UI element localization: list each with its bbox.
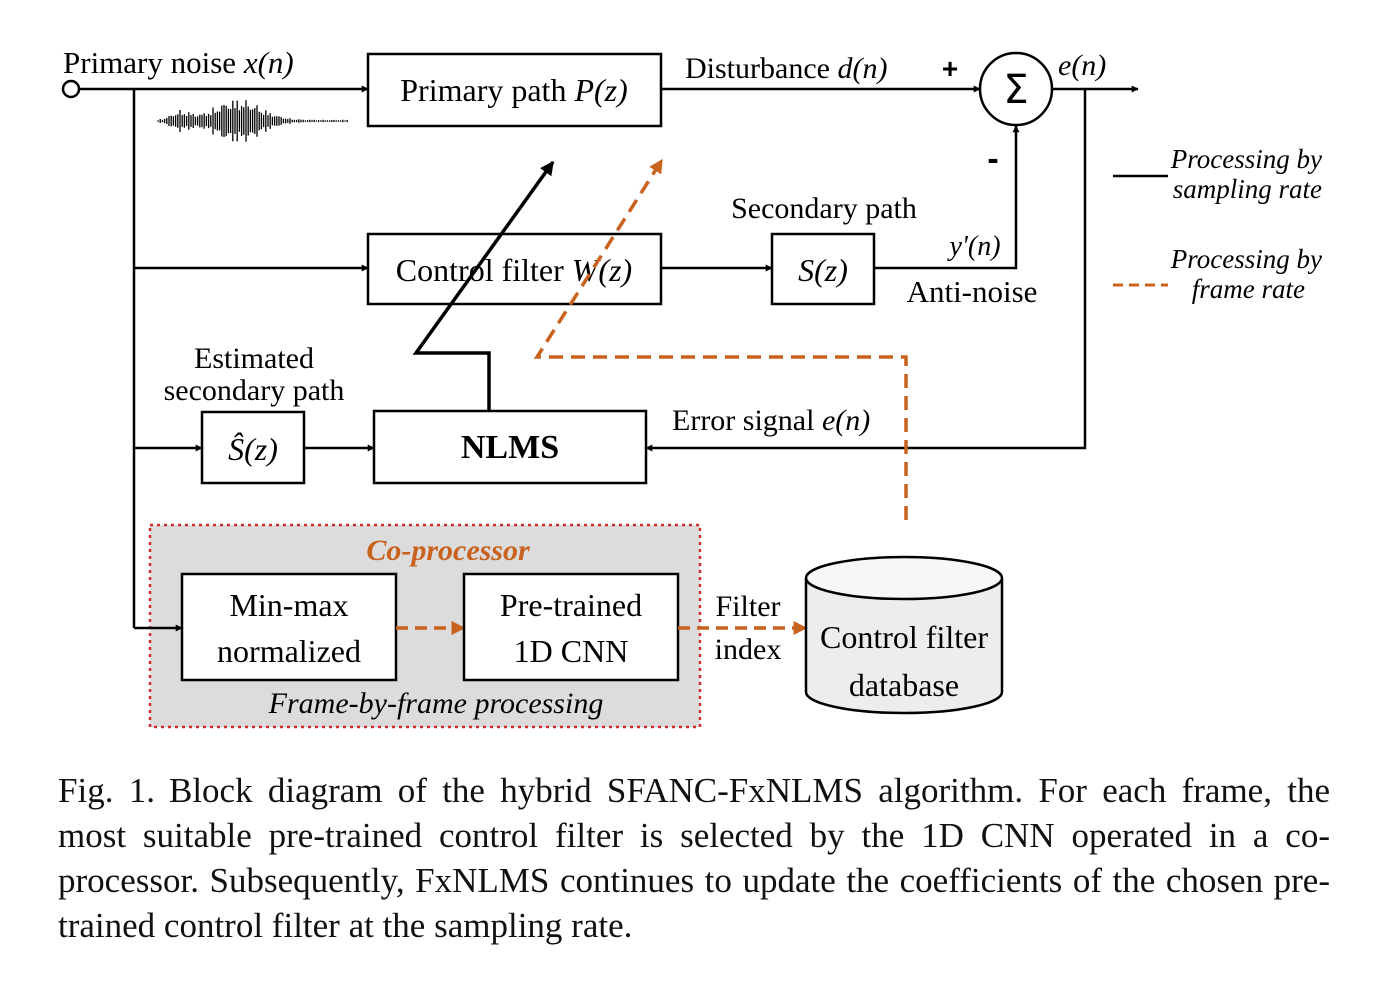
database-label-line2: database: [849, 667, 959, 703]
nlms-box: [372, 409, 648, 485]
estimated-path-label: Ŝ(z): [228, 431, 278, 467]
control-filter-label: Control filter W(z): [396, 252, 632, 288]
caption-text: Block diagram of the hybrid SFANC-FxNLMS…: [58, 771, 1330, 945]
estimated-path-title-line1: Estimated: [194, 342, 314, 375]
filter-index-label-line1: Filter: [716, 590, 781, 623]
secondary-path-title: Secondary path: [731, 192, 917, 225]
minmax-box: [180, 572, 398, 682]
legend-sampling-line1: Processing by: [1170, 144, 1322, 174]
legend-frame-line2: frame rate: [1192, 274, 1305, 304]
plus-sign: +: [942, 53, 958, 84]
error-feedback-line: [645, 89, 1087, 452]
error-signal-label: Error signal e(n): [672, 404, 870, 437]
adaptation-arrow-black: [412, 160, 555, 410]
sum-symbol: Σ: [1003, 67, 1028, 113]
cnn-box: [462, 572, 680, 682]
error-output-label: e(n): [1058, 49, 1106, 82]
anti-noise-label: Anti-noise: [907, 274, 1038, 309]
secondary-path-box: [770, 232, 876, 306]
legend-sampling-line2: sampling rate: [1173, 174, 1322, 204]
minmax-label-line1: Min-max: [229, 587, 348, 623]
input-terminal: [61, 79, 81, 99]
block-diagram: Co-processor Primary noise x(n) Primary …: [61, 45, 1322, 729]
nlms-label: NLMS: [461, 429, 559, 466]
filter-index-label-line2: index: [715, 633, 782, 666]
disturbance-label: Disturbance d(n): [685, 52, 887, 85]
minus-sign: -: [987, 140, 998, 178]
anti-noise-to-sum-arrow: [874, 125, 1020, 270]
primary-noise-label: Primary noise x(n): [63, 45, 294, 80]
noise-waveform-icon: [157, 100, 348, 142]
primary-path-label: Primary path P(z): [400, 72, 628, 108]
figure-caption: Fig. 1.Block diagram of the hybrid SFANC…: [58, 768, 1330, 948]
frame-processing-label: Frame-by-frame processing: [268, 687, 604, 720]
database-label-line1: Control filter: [820, 619, 988, 655]
estimated-path-title-line2: secondary path: [164, 374, 345, 407]
filter-update-dashed-arrow: [533, 158, 908, 520]
cnn-label-line1: Pre-trained: [500, 587, 642, 623]
anti-noise-var-label: y'(n): [946, 231, 1000, 262]
figure-number: Fig. 1.: [58, 771, 155, 810]
coprocessor-title: Co-processor: [366, 534, 530, 567]
legend-frame-line1: Processing by: [1170, 244, 1322, 274]
secondary-path-label: S(z): [798, 252, 848, 288]
waveform-bars: [157, 100, 348, 142]
minmax-label-line2: normalized: [217, 633, 361, 669]
control-filter-database: [804, 555, 1004, 715]
cnn-label-line2: 1D CNN: [514, 633, 629, 669]
